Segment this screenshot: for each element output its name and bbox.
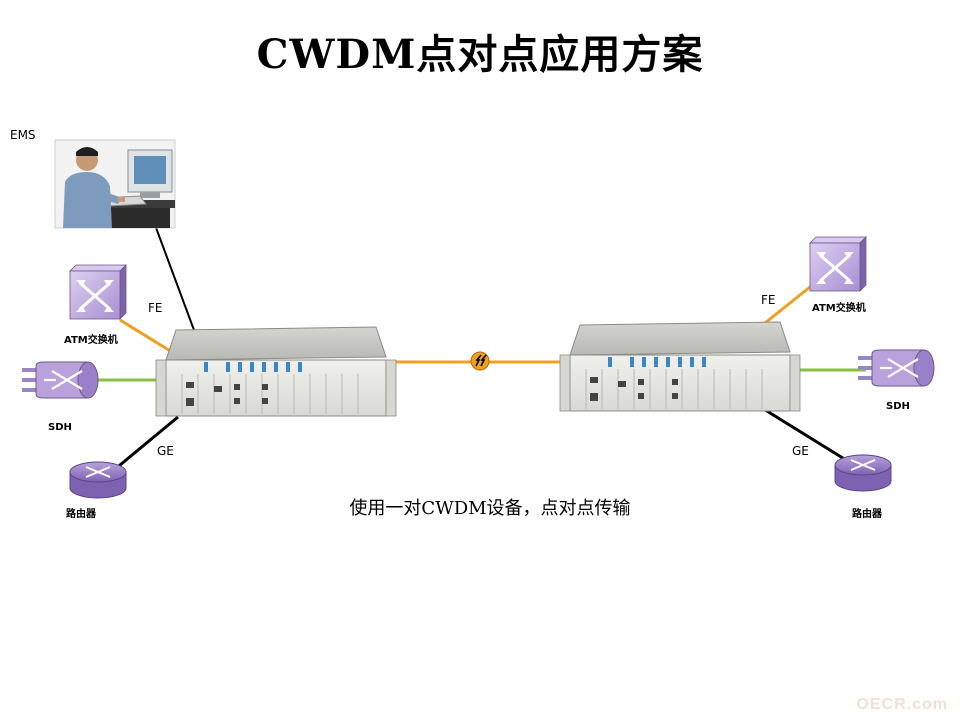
right-router-icon (834, 454, 892, 492)
right-router-label: 路由器 (852, 509, 882, 520)
left-cwdm-chassis (155, 326, 397, 417)
left-router-label: 路由器 (66, 509, 96, 520)
right-sdh-icon (858, 349, 935, 387)
ems-link (154, 224, 195, 331)
watermark: OECR.com (856, 696, 948, 713)
right-atm-label: ATM交换机 (812, 303, 866, 314)
left-fe-link (119, 318, 173, 354)
right-fe-link (759, 281, 816, 329)
left-sdh-label: SDH (48, 422, 72, 433)
left-sdh-icon (22, 361, 99, 399)
left-ge-label: GE (157, 444, 174, 458)
right-cwdm-chassis (559, 321, 801, 412)
diagram-caption: 使用一对CWDM设备，点对点传输 (349, 498, 631, 519)
ems-label: EMS (10, 128, 36, 142)
left-atm-switch-icon (69, 264, 127, 320)
left-router-icon (69, 461, 127, 499)
left-ge-link (113, 415, 179, 472)
right-sdh-label: SDH (886, 401, 910, 412)
left-fe-label: FE (148, 301, 163, 315)
left-atm-label: ATM交换机 (64, 335, 118, 346)
fiber-break-icon (470, 351, 490, 371)
right-atm-switch-icon (809, 236, 867, 292)
ems-operator-photo (54, 139, 176, 229)
right-fe-label: FE (761, 293, 776, 307)
right-ge-link (761, 406, 847, 462)
page-title: CWDM点对点应用方案 (256, 31, 704, 78)
right-ge-label: GE (792, 444, 809, 458)
